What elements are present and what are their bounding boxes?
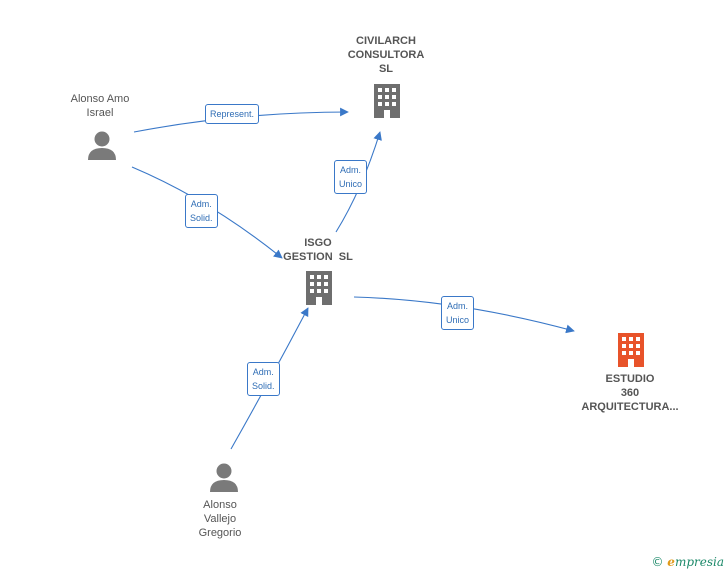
edge-label-represent[interactable]: Represent.	[205, 104, 260, 124]
node-label-estudio[interactable]: ESTUDIO 360 ARQUITECTURA...	[581, 373, 679, 413]
node-label-alonso-vallejo[interactable]: Alonso Vallejo Gregorio	[198, 499, 242, 539]
brand-name: mpresia	[674, 555, 724, 569]
building-icon	[306, 271, 332, 305]
edge-label-adm-solid-1[interactable]: Adm. Solid.	[185, 194, 218, 228]
brand-initial: e	[667, 555, 675, 569]
node-label-isgo[interactable]: ISGO GESTION SL	[283, 237, 353, 263]
empresia-watermark: © empresia	[651, 555, 724, 569]
node-label-alonso-amo[interactable]: Alonso Amo Israel	[70, 93, 130, 119]
edge-label-adm-solid-2[interactable]: Adm. Solid.	[247, 362, 280, 396]
person-icon	[210, 463, 238, 492]
building-icon	[374, 84, 400, 118]
copyright-symbol: ©	[651, 555, 664, 569]
building-icon	[618, 333, 644, 367]
person-icon	[88, 131, 116, 160]
edge-label-adm-unico-2[interactable]: Adm. Unico	[441, 296, 475, 330]
node-label-civilarch[interactable]: CIVILARCH CONSULTORA SL	[347, 35, 425, 75]
edge-label-adm-unico-1[interactable]: Adm. Unico	[334, 160, 368, 194]
